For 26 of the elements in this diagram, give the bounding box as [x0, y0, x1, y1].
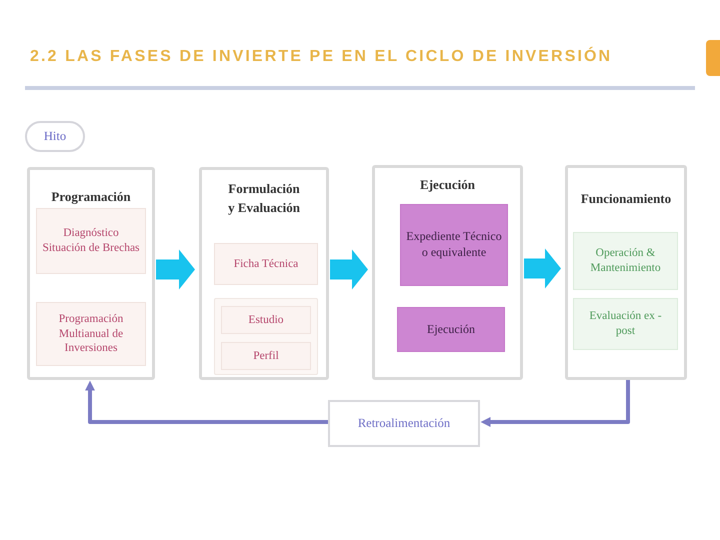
process-box: Retroalimentación [328, 400, 480, 447]
task-card: Estudio [221, 306, 311, 334]
phase-panel [565, 165, 687, 380]
task-card: Evaluación ex - post [573, 298, 678, 350]
milestone-tag: Hito [25, 121, 85, 152]
task-card: Diagnóstico Situación de Brechas [36, 208, 146, 274]
task-card: Operación & Mantenimiento [573, 232, 678, 290]
task-card: Perfil [221, 342, 311, 370]
phase-title: Funcionamiento [580, 190, 672, 208]
phase-panel [199, 167, 329, 380]
task-card: Ficha Técnica [214, 243, 318, 285]
phase-title: Ejecución [420, 176, 475, 194]
feedback-arrow [480, 380, 630, 427]
block-arrow [156, 250, 195, 290]
feedback-arrow [85, 380, 328, 424]
phase-title: Programación [51, 188, 131, 206]
slide-title: 2.2 LAS FASES DE INVIERTE PE EN EL CICLO DE INVERSIÓN [30, 48, 612, 66]
group-panel [214, 298, 318, 375]
block-arrow [524, 248, 561, 288]
phase-title: Formulación y Evaluación [227, 180, 301, 217]
task-card: Ejecución [397, 307, 505, 352]
phase-panel [27, 167, 155, 380]
task-card: Programación Multianual de Inversiones [36, 302, 146, 366]
block-arrow [330, 250, 368, 290]
task-card: Expediente Técnico o equivalente [400, 204, 508, 286]
phase-panel [372, 165, 523, 380]
